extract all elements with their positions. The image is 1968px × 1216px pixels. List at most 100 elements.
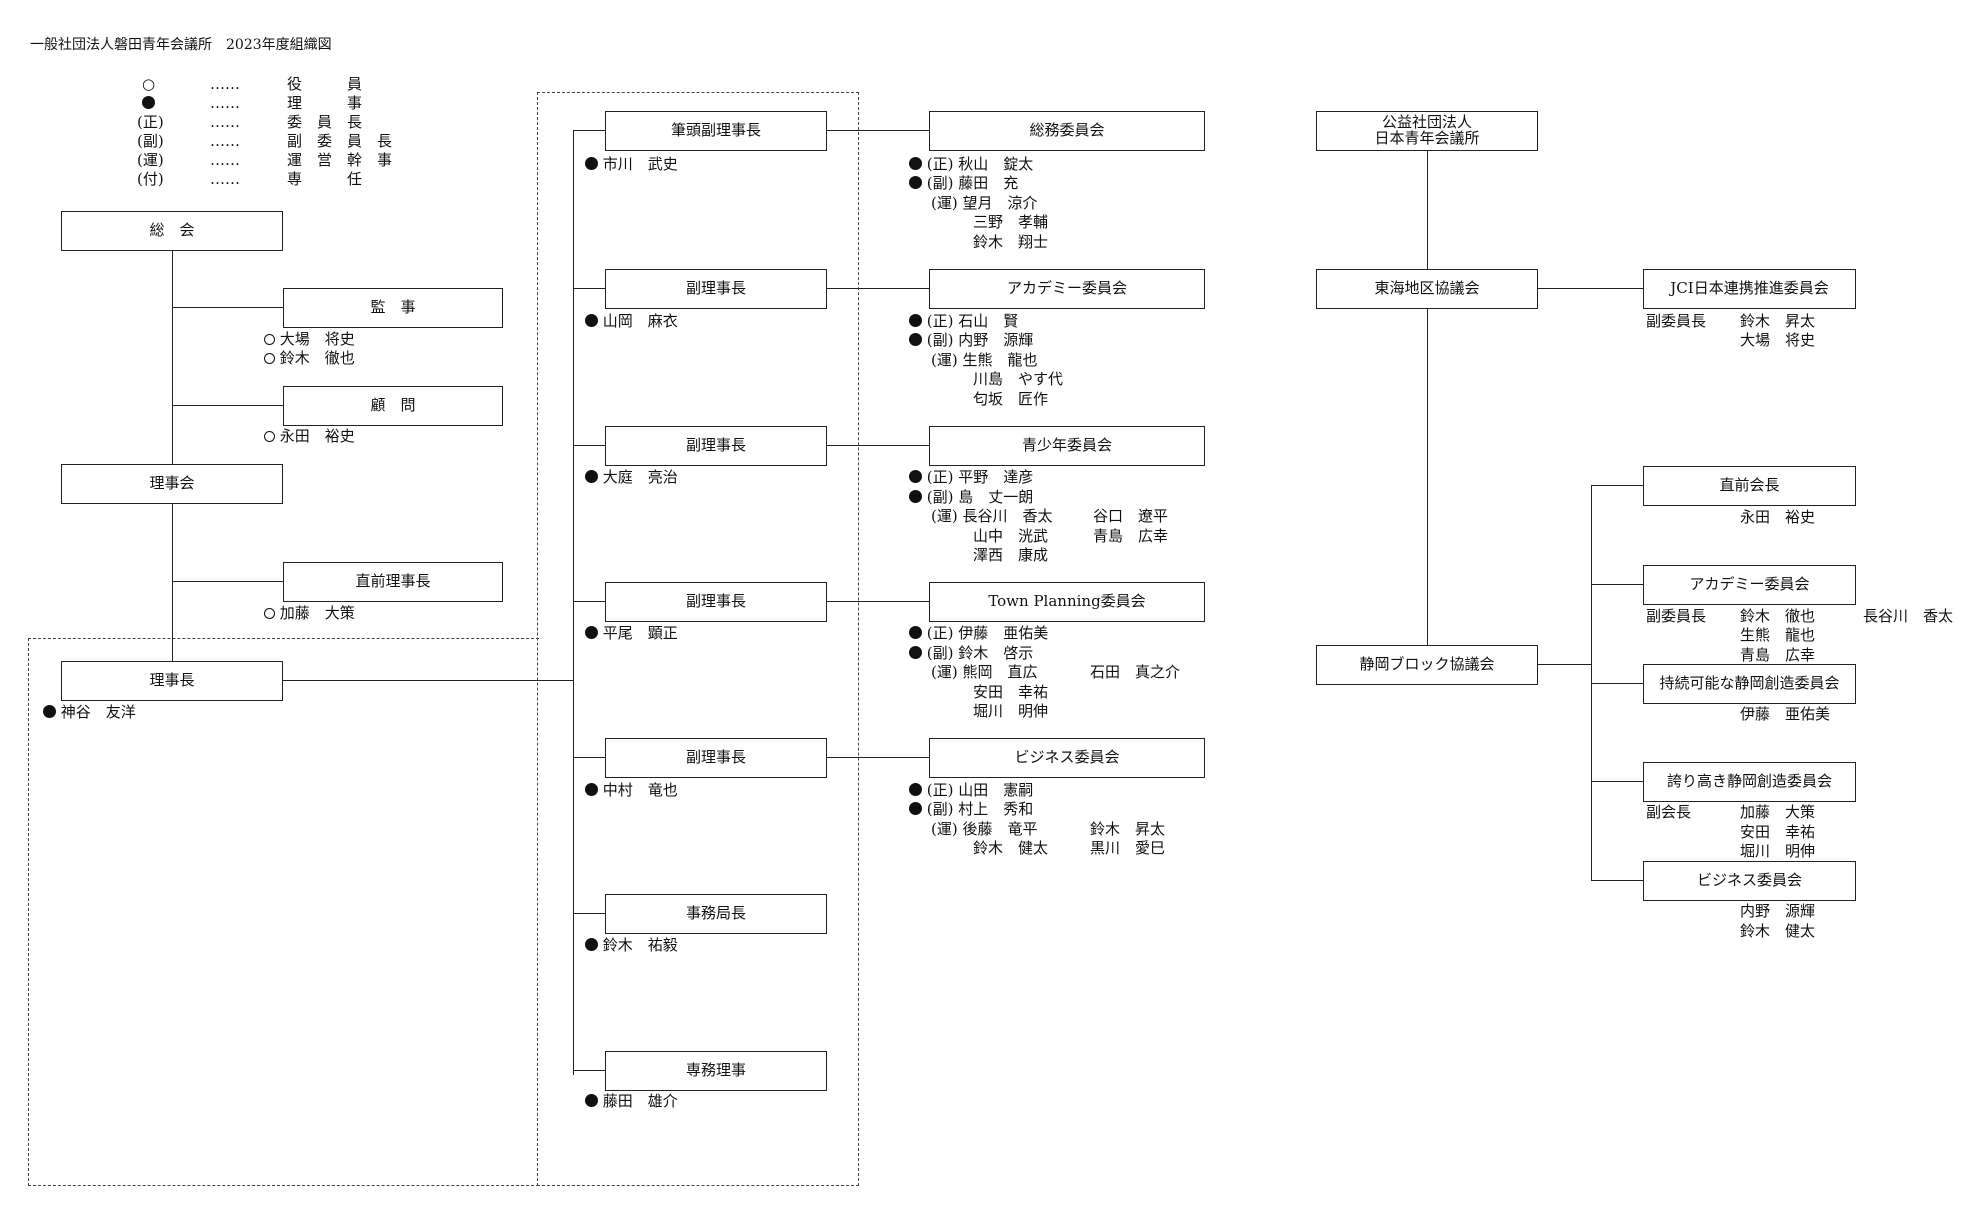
prev-president-member: 加藤 大策 xyxy=(264,606,355,621)
block-role: 副委員長 xyxy=(1646,607,1707,625)
director-member: 平尾 顕正 xyxy=(585,626,678,641)
committee-member: 川島 やす代 xyxy=(973,370,1064,388)
block-member: 永田 裕史 xyxy=(1740,508,1816,526)
jci-japan-line1: 公益社団法人 xyxy=(1381,113,1472,132)
connector xyxy=(1591,781,1643,783)
committee-member: 匂坂 匠作 xyxy=(973,390,1049,408)
connector xyxy=(827,445,929,447)
legend-role-symbol: ○ xyxy=(142,75,156,93)
committee-member: 鈴木 昇太 xyxy=(1090,820,1166,838)
general-affairs-committee-box: 総務委員会 xyxy=(929,111,1205,151)
advisor-member: 永田 裕史 xyxy=(264,429,355,444)
committee-member: 黒川 愛巳 xyxy=(1090,839,1166,857)
director-member: 山岡 麻衣 xyxy=(585,314,678,329)
committee-member: (正) 秋山 錠太 xyxy=(909,157,1033,172)
block-role: 副会長 xyxy=(1646,803,1692,821)
vice-president-box: 副理事長 xyxy=(605,582,827,622)
connector xyxy=(1591,584,1643,586)
auditor-member: 大場 将史 xyxy=(264,332,355,347)
committee-member: 三野 孝輔 xyxy=(973,213,1049,231)
legend-dots: …… xyxy=(210,113,240,131)
legend-att-label: 専 任 xyxy=(287,170,363,188)
committee-member: 石田 真之介 xyxy=(1090,663,1181,681)
town-planning-committee-box: Town Planning委員会 xyxy=(929,582,1205,622)
committee-member: 澤西 康成 xyxy=(973,546,1049,564)
connector xyxy=(283,680,573,682)
president-member: 神谷 友洋 xyxy=(43,705,136,720)
committee-member: (運) 生熊 龍也 xyxy=(931,351,1038,369)
dashed-region-left xyxy=(28,638,539,1186)
legend-vice-label: 副 委 員 長 xyxy=(287,132,393,150)
sustainable-shizuoka-committee-box: 持続可能な静岡創造委員会 xyxy=(1643,664,1856,704)
committee-member: 鈴木 翔士 xyxy=(973,233,1049,251)
block-member: 青島 広幸 xyxy=(1740,646,1816,664)
legend-dots: …… xyxy=(210,94,240,112)
jci-partnership-role: 副委員長 xyxy=(1646,312,1707,330)
auditor-box: 監 事 xyxy=(283,288,503,328)
committee-member: (正) 伊藤 亜佑美 xyxy=(909,626,1048,641)
jci-partnership-committee-box: JCI日本連携推進委員会 xyxy=(1643,269,1856,309)
committee-member: 谷口 遼平 xyxy=(1093,507,1169,525)
legend-op-label: 運 営 幹 事 xyxy=(287,151,393,169)
secretary-general-box: 事務局長 xyxy=(605,894,827,934)
connector xyxy=(573,445,605,447)
block-business-committee-box: ビジネス委員会 xyxy=(1643,861,1856,901)
jci-partnership-member: 大場 将史 xyxy=(1740,331,1816,349)
connector xyxy=(827,757,929,759)
shizuoka-block-box: 静岡ブロック協議会 xyxy=(1316,645,1538,685)
connector xyxy=(172,307,283,309)
advisor-box: 顧 問 xyxy=(283,386,503,426)
director-member: 中村 竜也 xyxy=(585,783,678,798)
connector xyxy=(1427,151,1429,269)
jci-japan-line2: 日本青年会議所 xyxy=(1374,129,1480,147)
block-member: 長谷川 香太 xyxy=(1863,607,1954,625)
dashed-region-right xyxy=(537,92,859,1186)
connector xyxy=(1591,880,1643,882)
connector xyxy=(1591,485,1643,487)
executive-director-box: 専務理事 xyxy=(605,1051,827,1091)
connector xyxy=(172,581,283,583)
legend-director-symbol xyxy=(142,96,155,111)
block-member: 安田 幸祐 xyxy=(1740,823,1816,841)
legend-director-label: 理 事 xyxy=(287,94,363,112)
connector xyxy=(1538,288,1643,290)
committee-member: (副) 藤田 充 xyxy=(909,176,1018,191)
vice-president-box: 副理事長 xyxy=(605,269,827,309)
legend-att-symbol: (付) xyxy=(137,170,164,188)
block-member: 生熊 龍也 xyxy=(1740,626,1816,644)
president-box: 理事長 xyxy=(61,661,283,701)
block-member: 伊藤 亜佑美 xyxy=(1740,705,1831,723)
jci-japan-box: 公益社団法人 日本青年会議所 xyxy=(1316,111,1538,151)
connector xyxy=(827,288,929,290)
connector xyxy=(573,913,605,915)
committee-member: 堀川 明伸 xyxy=(973,702,1049,720)
committee-member: (副) 内野 源輝 xyxy=(909,333,1033,348)
connector xyxy=(1538,664,1591,666)
legend-role-label: 役 員 xyxy=(287,75,363,93)
prev-president-box: 直前理事長 xyxy=(283,562,503,602)
block-member: 鈴木 徹也 xyxy=(1740,607,1816,625)
connector xyxy=(172,405,283,407)
committee-member: (運) 熊岡 直広 xyxy=(931,663,1038,681)
committee-member: (運) 長谷川 香太 xyxy=(931,507,1053,525)
legend-dots: …… xyxy=(210,75,240,93)
auditor-member: 鈴木 徹也 xyxy=(264,351,355,366)
legend-dots: …… xyxy=(210,170,240,188)
committee-member: (正) 平野 達彦 xyxy=(909,470,1033,485)
connector xyxy=(573,1070,605,1072)
committee-member: (副) 島 丈一朗 xyxy=(909,490,1033,505)
legend-chair-symbol: (正) xyxy=(137,113,164,131)
committee-member: (正) 石山 賢 xyxy=(909,314,1018,329)
block-member: 鈴木 健太 xyxy=(1740,922,1816,940)
business-committee-box: ビジネス委員会 xyxy=(929,738,1205,778)
connector xyxy=(827,601,929,603)
committee-member: (正) 山田 憲嗣 xyxy=(909,783,1033,798)
legend-op-symbol: (運) xyxy=(137,151,164,169)
connector xyxy=(827,130,929,132)
tokai-council-box: 東海地区協議会 xyxy=(1316,269,1538,309)
connector xyxy=(172,251,174,464)
connector xyxy=(573,288,605,290)
jci-partnership-member: 鈴木 昇太 xyxy=(1740,312,1816,330)
committee-member: 安田 幸祐 xyxy=(973,683,1049,701)
